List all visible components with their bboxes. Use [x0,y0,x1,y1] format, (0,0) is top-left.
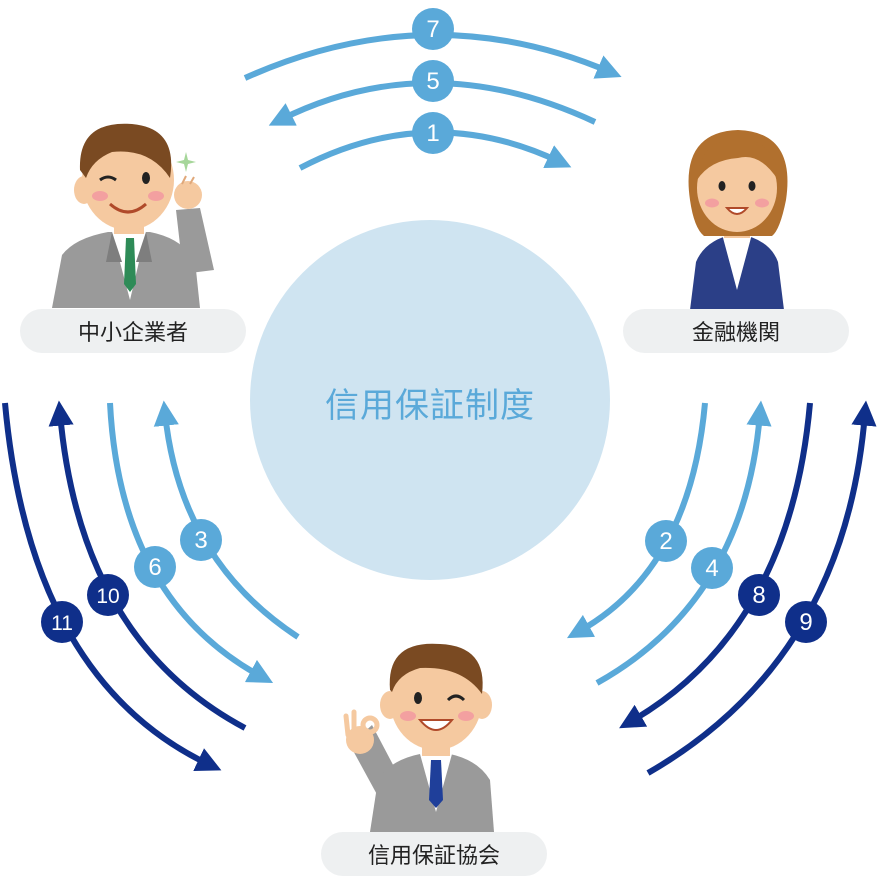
bank-woman-illustration [688,130,788,310]
step-badge-8: 8 [738,574,780,616]
svg-text:11: 11 [51,612,73,635]
svg-text:1: 1 [426,120,439,147]
step-badge-5: 5 [412,60,454,102]
svg-text:9: 9 [799,609,812,636]
svg-text:4: 4 [705,555,718,582]
step-badge-7: 7 [412,8,454,50]
step-badge-4: 4 [691,547,733,589]
svg-text:5: 5 [426,68,439,95]
step-badge-9: 9 [785,601,827,643]
step-badge-10: 10 [87,574,129,616]
center-label: 信用保証制度 [325,386,535,426]
association-label: 信用保証協会 [321,832,547,876]
step-badge-11: 11 [41,601,83,643]
svg-text:6: 6 [148,554,161,581]
svg-text:8: 8 [752,582,765,609]
svg-text:3: 3 [194,527,207,554]
sme-label: 中小企業者 [20,309,246,353]
step-badge-6: 6 [134,546,176,588]
svg-text:2: 2 [659,528,672,555]
svg-text:10: 10 [96,585,119,608]
step-badge-2: 2 [645,520,687,562]
svg-text:7: 7 [426,16,439,43]
step-badge-1: 1 [412,112,454,154]
association-man-illustration [343,643,494,832]
step-badge-3: 3 [180,519,222,561]
center-circle [250,220,610,580]
sme-businessman-illustration [52,123,214,308]
bank-label: 金融機関 [623,309,849,353]
